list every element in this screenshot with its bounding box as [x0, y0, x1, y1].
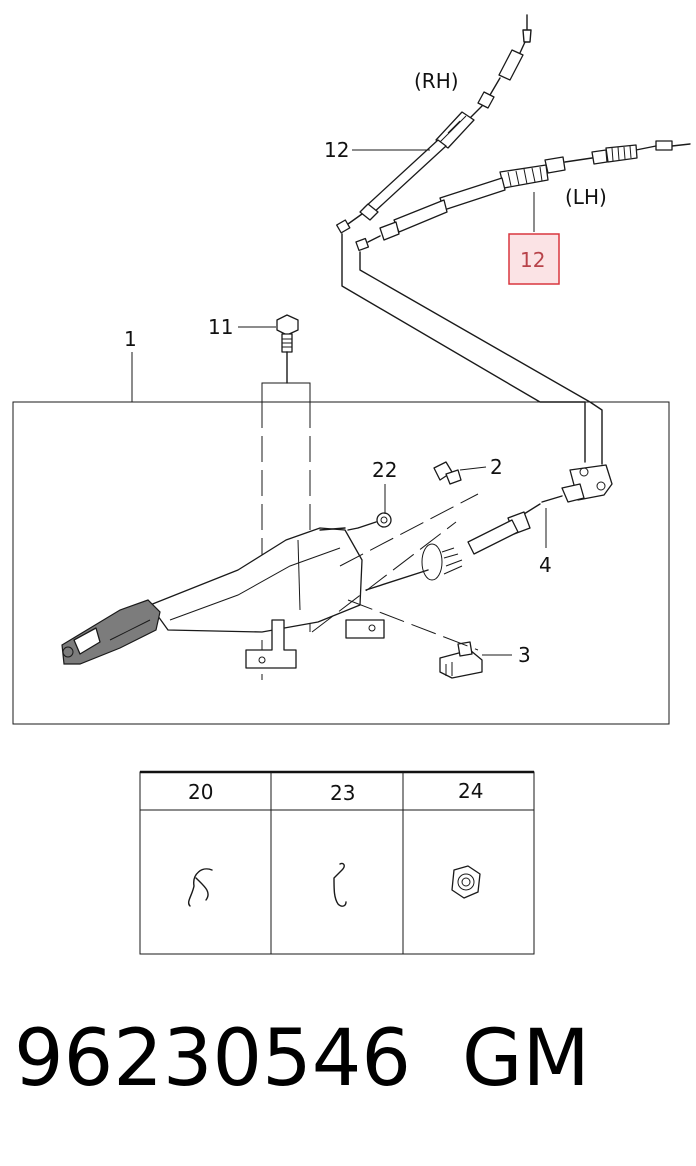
clip-20-icon [187, 868, 213, 907]
table-header-23: 23 [330, 781, 355, 805]
screw-22 [347, 512, 392, 531]
callout-12-lh-highlight[interactable] [508, 233, 560, 285]
part-number: 96230546 [14, 1014, 412, 1104]
bolt-2 [433, 461, 462, 485]
table-header-20: 20 [188, 780, 213, 804]
spring-23-icon [333, 862, 347, 907]
callout-11: 11 [208, 315, 233, 339]
callout-12-lh[interactable]: 12 [520, 248, 545, 272]
cable-rh [336, 14, 532, 234]
hex-nut-24-icon [451, 865, 481, 899]
brand-name: GM [462, 1014, 590, 1104]
callout-4: 4 [539, 553, 552, 577]
callout-1: 1 [124, 327, 137, 351]
parking-brake-lever [61, 527, 385, 669]
cable-front [365, 464, 613, 591]
callout-22: 22 [372, 458, 397, 482]
label-rh: (RH) [414, 69, 459, 93]
table-header-24: 24 [458, 779, 483, 803]
callout-2: 2 [490, 455, 503, 479]
bolt-11 [276, 314, 299, 384]
label-lh: (LH) [565, 185, 607, 209]
parts-table: 20 23 24 [139, 770, 535, 955]
callout-3: 3 [518, 643, 531, 667]
cable-lh [355, 140, 691, 252]
lever-assembly-frame [12, 401, 670, 725]
switch-3 [439, 641, 483, 679]
callout-12-rh: 12 [324, 138, 349, 162]
